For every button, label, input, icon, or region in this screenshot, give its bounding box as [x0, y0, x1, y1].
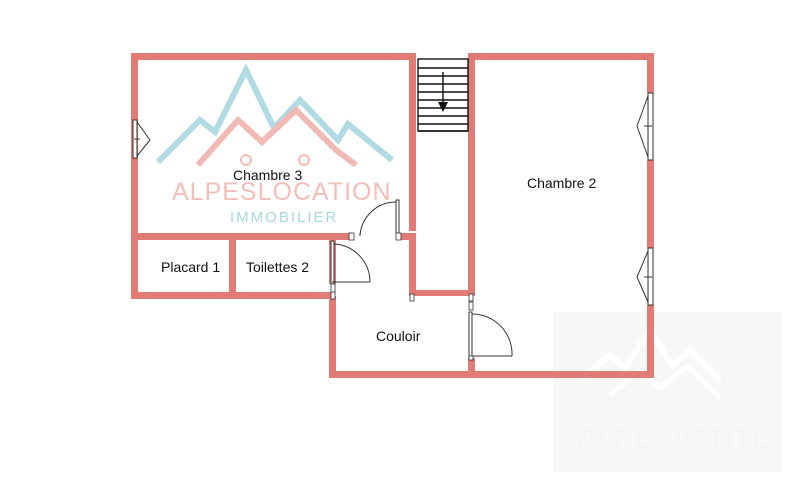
- wall-top-right: [468, 53, 654, 60]
- room-label-couloir: Couloir: [376, 328, 421, 344]
- staircase: [417, 58, 469, 132]
- watermark-sub: IMMOBILIER: [230, 209, 338, 226]
- alpesvente-panel: [553, 312, 781, 472]
- wall-right-3: [647, 305, 654, 378]
- wall-chambre2-left-lower: [468, 358, 475, 378]
- wall-placard-divider: [229, 233, 236, 299]
- window-right-upper: [636, 92, 654, 161]
- wall-couloir-left: [329, 296, 336, 378]
- wall-end-markers: [330, 232, 474, 361]
- logo-dot-right: [298, 154, 310, 166]
- door-toilettes: [330, 240, 371, 285]
- wall-chambre2-left-upper: [468, 53, 475, 296]
- wall-bottom: [329, 371, 653, 378]
- room-label-chambre2: Chambre 2: [527, 175, 596, 191]
- wall-left: [131, 53, 138, 299]
- wall-right-2: [647, 160, 654, 248]
- logo-mountain-pink: [195, 105, 358, 168]
- logo-dot-left: [240, 154, 252, 166]
- wall-chambre3-bottom: [131, 233, 349, 240]
- walls: [131, 53, 654, 378]
- window-right-lower: [636, 247, 654, 306]
- wall-couloir-top: [409, 290, 475, 296]
- room-label-chambre3: Chambre 3: [233, 167, 302, 183]
- wall-stair-left-lower: [409, 240, 416, 295]
- room-label-placard1: Placard 1: [161, 259, 220, 275]
- stair-arrow-icon: [438, 102, 448, 112]
- alpesvente-logo: ALPESVENTE: [553, 312, 781, 472]
- door-chambre2: [468, 311, 513, 359]
- window-left: [132, 119, 151, 159]
- watermark-brand2: ALPESVENTE: [578, 422, 772, 453]
- wall-stair-left-upper: [409, 53, 416, 231]
- room-label-toilettes2: Toilettes 2: [246, 259, 309, 275]
- wall-right-1: [647, 53, 654, 93]
- alpeslocation-logo: ALPESLOCATION IMMOBILIER: [155, 63, 394, 226]
- alpesvente-mountain-2: [608, 362, 722, 400]
- watermark-brand: ALPESLOCATION: [172, 178, 392, 206]
- logo-mountain-blue: [155, 63, 394, 165]
- wall-chambre3-bottom-stub: [401, 233, 416, 240]
- wall-top-left: [131, 53, 416, 60]
